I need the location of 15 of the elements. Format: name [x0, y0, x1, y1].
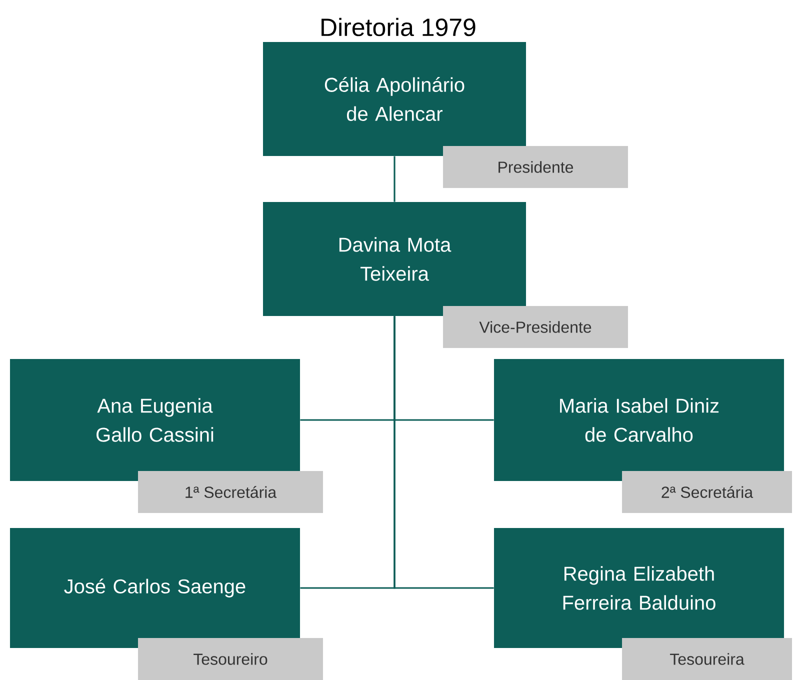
- connector-line: [394, 316, 494, 589]
- role-tag: Tesoureiro: [138, 638, 323, 680]
- person-box: José Carlos Saenge: [10, 528, 300, 648]
- person-box: Regina Elizabeth Ferreira Balduino: [494, 528, 784, 648]
- person-box: Davina Mota Teixeira: [263, 202, 526, 316]
- connector-line: [394, 156, 396, 202]
- role-tag: Tesoureira: [622, 638, 792, 680]
- person-box: Célia Apolinário de Alencar: [263, 42, 526, 156]
- role-tag: Presidente: [443, 146, 628, 188]
- role-tag: Vice-Presidente: [443, 306, 628, 348]
- person-box: Maria Isabel Diniz de Carvalho: [494, 359, 784, 481]
- role-tag: 2ª Secretária: [622, 471, 792, 513]
- person-box: Ana Eugenia Gallo Cassini: [10, 359, 300, 481]
- role-tag: 1ª Secretária: [138, 471, 323, 513]
- title: Diretoria 1979: [322, 18, 476, 36]
